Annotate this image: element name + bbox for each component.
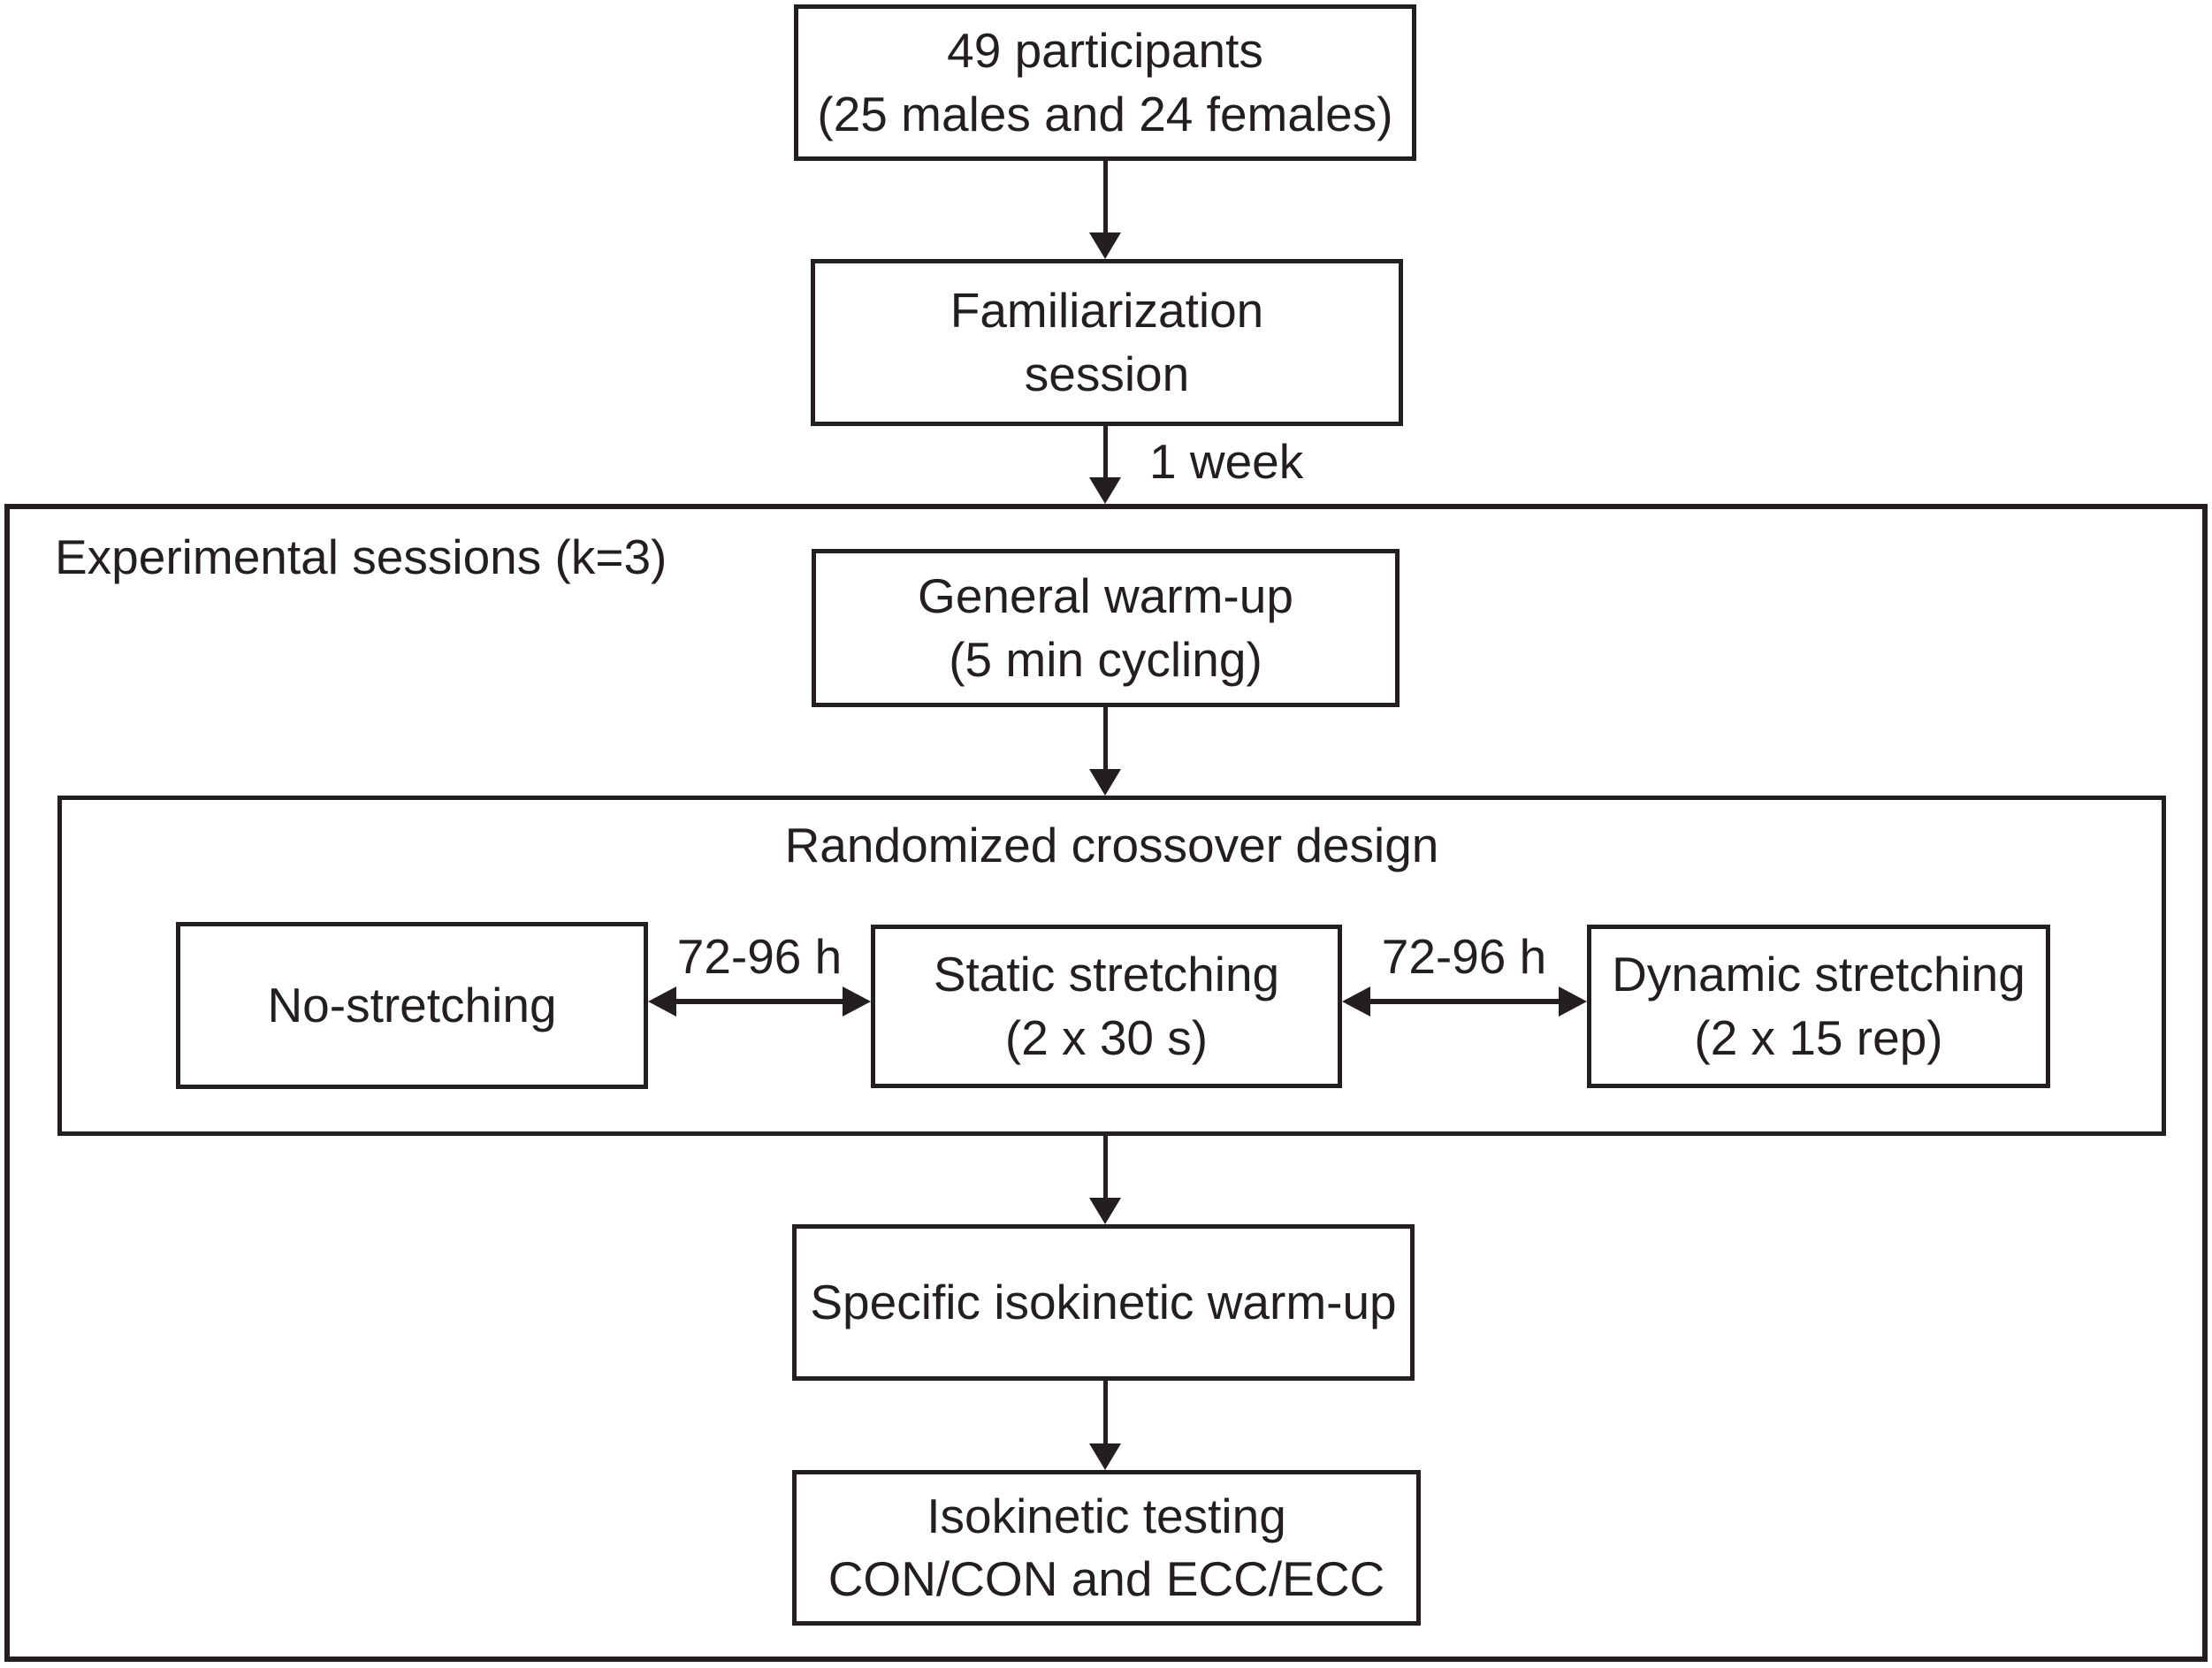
washout-interval-label-left: 72-96 h — [676, 929, 843, 984]
familiarization-line1: Familiarization — [950, 283, 1264, 338]
dynamic-stretching-line1: Dynamic stretching — [1612, 947, 2025, 1002]
arrowhead-down-icon — [1089, 769, 1121, 796]
specific-warmup-label: Specific isokinetic warm-up — [810, 1274, 1397, 1329]
washout-arrow-right — [1342, 986, 1587, 1017]
arrow-participants-to-familiarization — [1089, 161, 1121, 259]
arrowhead-down-icon — [1089, 1443, 1121, 1470]
static-stretching-line2: (2 x 30 s) — [1004, 1009, 1209, 1065]
arrowhead-left-icon — [1342, 986, 1370, 1017]
general-warmup-line1: General warm-up — [918, 568, 1293, 623]
crossover-design-title: Randomized crossover design — [784, 818, 1439, 872]
washout-arrow-left — [648, 986, 871, 1017]
one-week-interval-label: 1 week — [1149, 434, 1304, 489]
arrowhead-left-icon — [648, 986, 676, 1017]
static-stretching-box: Static stretching (2 x 30 s) — [871, 925, 1342, 1088]
arrow-crossover-to-specific-warmup — [1089, 1136, 1121, 1224]
arrow-shaft — [676, 999, 843, 1004]
arrowhead-right-icon — [1559, 986, 1587, 1017]
arrowhead-down-icon — [1089, 477, 1121, 504]
familiarization-box: Familiarization session — [811, 259, 1403, 426]
arrowhead-down-icon — [1089, 1198, 1121, 1224]
general-warmup-line2: (5 min cycling) — [949, 631, 1262, 687]
arrow-shaft — [1102, 426, 1108, 477]
arrow-shaft — [1370, 999, 1559, 1004]
arrow-shaft — [1102, 161, 1108, 232]
isokinetic-testing-line2: CON/CON and ECC/ECC — [828, 1551, 1385, 1606]
participants-breakdown: (25 males and 24 females) — [817, 86, 1393, 141]
isokinetic-testing-line1: Isokinetic testing — [927, 1488, 1286, 1543]
experimental-sessions-container — [4, 504, 2208, 1662]
arrowhead-right-icon — [843, 986, 871, 1017]
arrow-familiarization-to-experimental — [1089, 426, 1121, 504]
arrow-shaft — [1102, 1136, 1108, 1198]
general-warmup-box: General warm-up (5 min cycling) — [812, 549, 1400, 707]
arrow-shaft — [1102, 1381, 1108, 1443]
participants-box: 49 participants (25 males and 24 females… — [794, 4, 1416, 161]
familiarization-line2: session — [1024, 346, 1190, 401]
static-stretching-line1: Static stretching — [933, 947, 1280, 1002]
no-stretching-label: No-stretching — [267, 977, 557, 1032]
arrowhead-down-icon — [1089, 232, 1121, 259]
arrow-warmup-to-crossover — [1089, 707, 1121, 796]
no-stretching-box: No-stretching — [176, 922, 648, 1089]
arrow-shaft — [1102, 707, 1108, 769]
arrow-warmup-to-testing — [1089, 1381, 1121, 1470]
dynamic-stretching-box: Dynamic stretching (2 x 15 rep) — [1587, 925, 2050, 1088]
crossover-design-container — [57, 796, 2166, 1136]
isokinetic-testing-box: Isokinetic testing CON/CON and ECC/ECC — [792, 1470, 1421, 1626]
dynamic-stretching-line2: (2 x 15 rep) — [1694, 1009, 1943, 1065]
specific-warmup-box: Specific isokinetic warm-up — [792, 1224, 1415, 1381]
experimental-sessions-label: Experimental sessions (k=3) — [55, 529, 667, 584]
washout-interval-label-right: 72-96 h — [1381, 929, 1547, 984]
participants-count: 49 participants — [947, 23, 1263, 78]
